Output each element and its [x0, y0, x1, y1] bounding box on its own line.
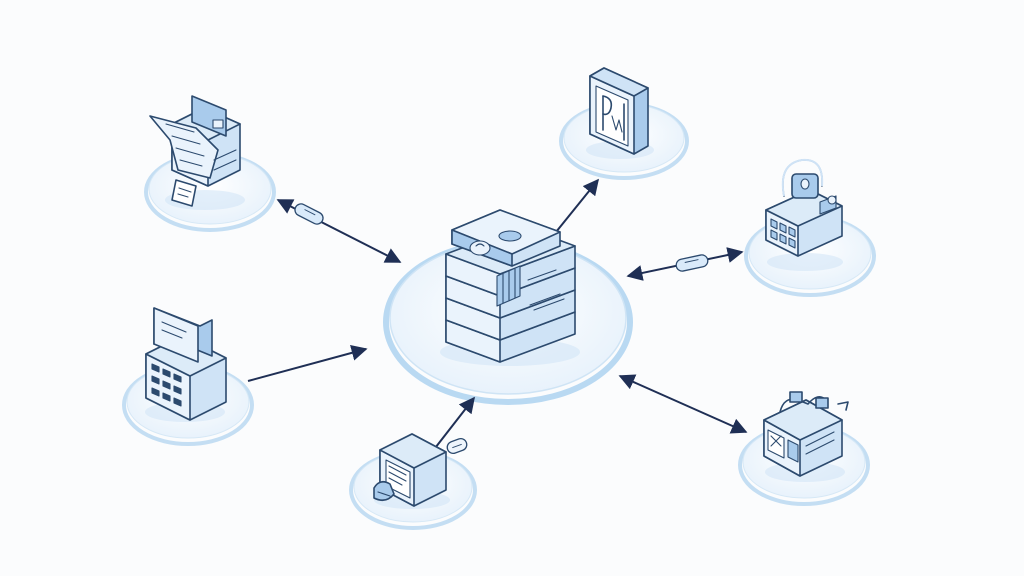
edge-left-hub [247, 345, 368, 382]
edge-bottom-hub [431, 396, 475, 453]
document-binder-icon [586, 67, 654, 159]
edge-bottom-right-hub [618, 374, 748, 434]
customs-package-icon [763, 391, 849, 482]
receipt-printer-icon [149, 95, 245, 210]
server-stack-icon [440, 209, 580, 366]
lock-building-icon [765, 158, 843, 271]
edge-hub-top-right [555, 178, 600, 233]
invoice-box-icon [373, 433, 450, 509]
token-top-left [294, 203, 324, 225]
token-right [675, 254, 709, 272]
token-bottom [446, 437, 468, 455]
connector-tokens [294, 203, 709, 455]
calculator-terminal-icon [145, 307, 227, 422]
